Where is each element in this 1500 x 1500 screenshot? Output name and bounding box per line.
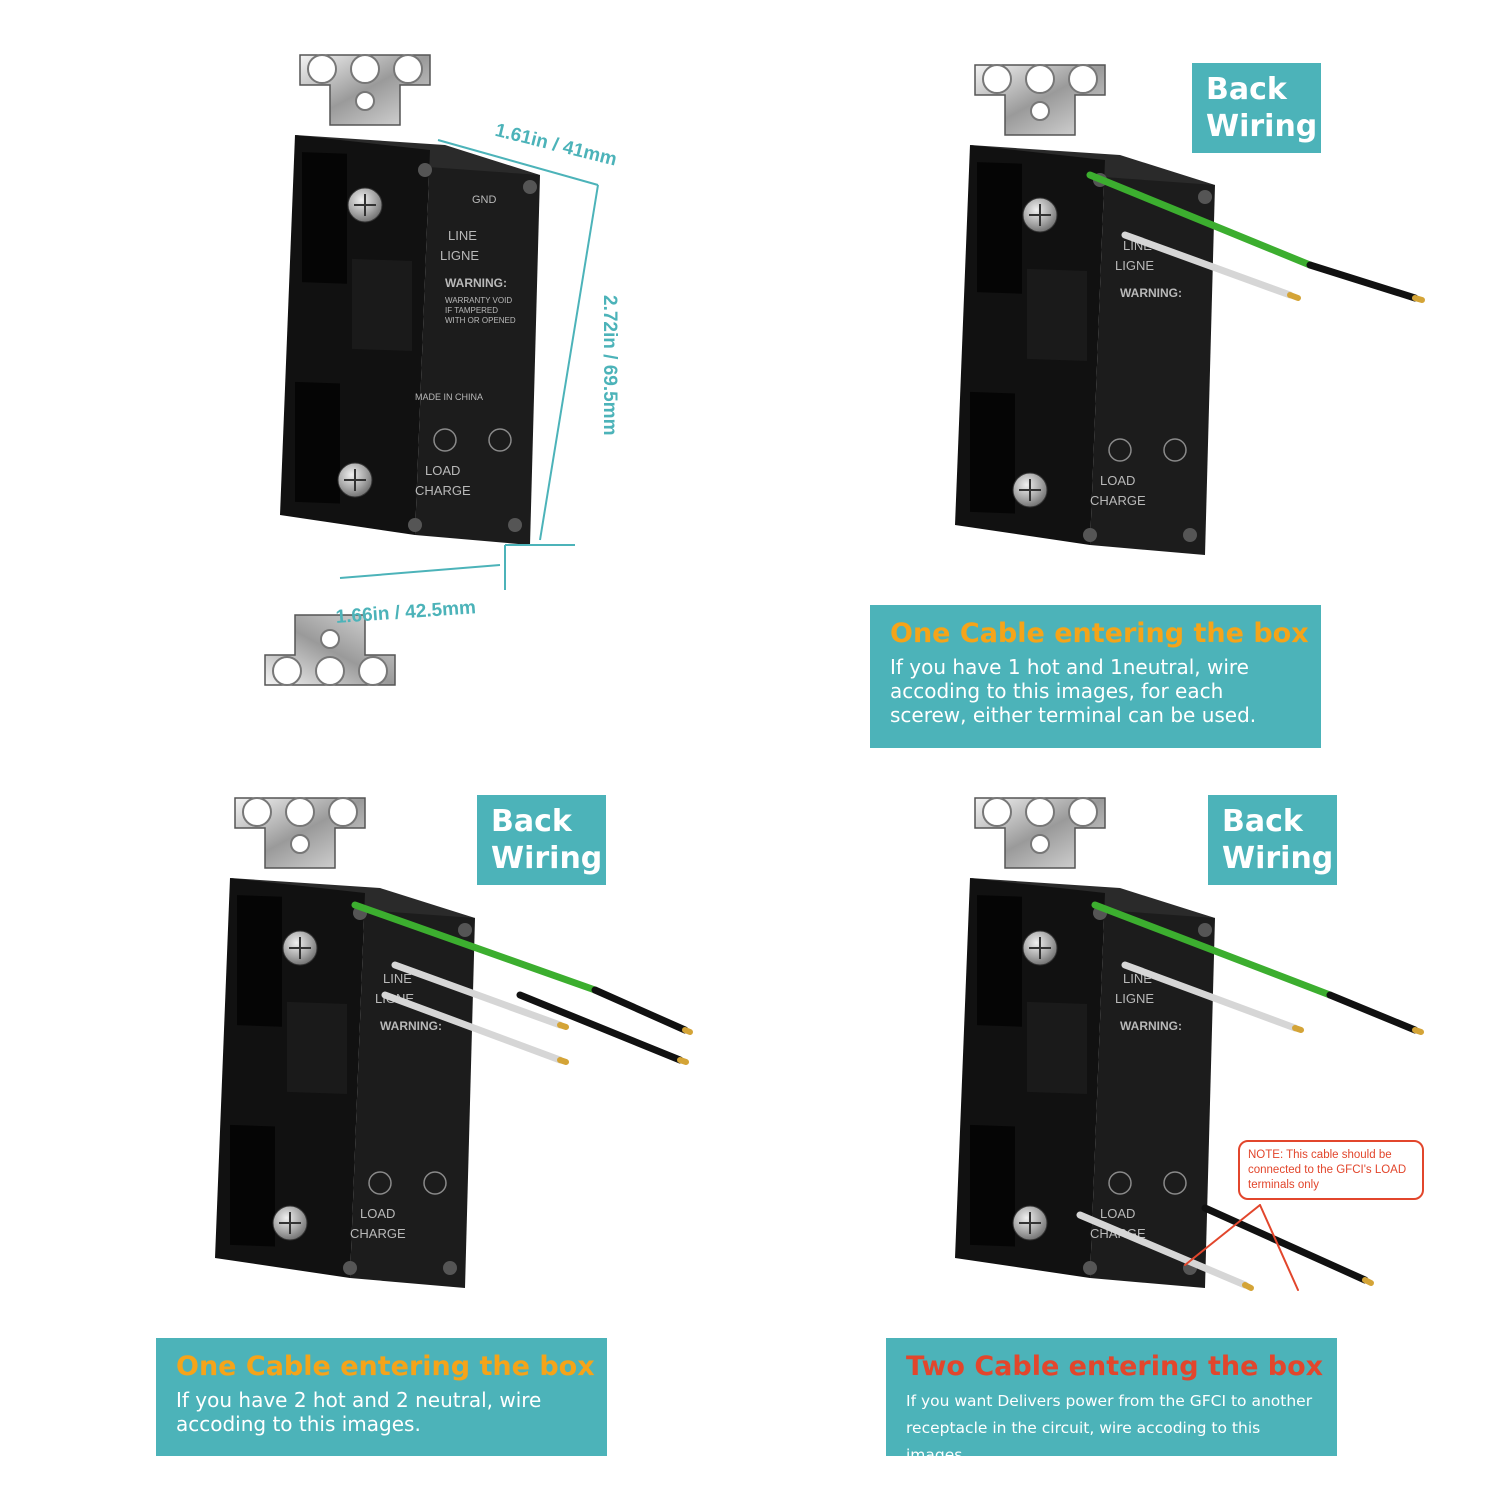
- green-wire: [1091, 901, 1334, 999]
- black-wire-load: [1201, 1204, 1369, 1284]
- caption-title: One Cable entering the box: [176, 1351, 595, 1382]
- tag-line-1: Back: [1222, 804, 1303, 839]
- label-made-in: MADE IN CHINA: [415, 392, 483, 402]
- depth-dimension-line: [437, 139, 599, 186]
- label-load: LOAD: [1100, 1206, 1135, 1221]
- device-wiring-illustration: LINE LIGNE WARNING: LOAD CHARGE: [750, 750, 1424, 1370]
- height-dimension-line: [539, 184, 599, 541]
- panel-back-wiring-1: LINE LIGNE WARNING: LOAD CHARGE Back Wir…: [750, 0, 1500, 750]
- label-load: LOAD: [1100, 473, 1135, 488]
- label-warranty-1: WARRANTY VOID: [445, 296, 512, 305]
- caption-box: One Cable entering the box If you have 1…: [870, 605, 1321, 748]
- height-dimension-label: 2.72in / 69.5mm: [599, 295, 620, 436]
- caption-title: One Cable entering the box: [890, 618, 1309, 649]
- white-wire-1: [391, 961, 564, 1029]
- back-wiring-tag: Back Wiring: [1208, 795, 1337, 885]
- black-wire-1: [591, 986, 689, 1034]
- device-dimensions-illustration: GND LINE LIGNE WARNING: WARRANTY VOID IF…: [0, 0, 599, 700]
- label-ligne: LIGNE: [1115, 991, 1154, 1006]
- device-wiring-illustration: LINE LIGNE WARNING: LOAD CHARGE: [750, 0, 1425, 620]
- caption-title: Two Cable entering the box: [906, 1351, 1324, 1382]
- label-gnd: GND: [472, 194, 497, 206]
- black-wire-line: [1326, 991, 1419, 1034]
- caption-body: If you have 2 hot and 2 neutral, wire ac…: [176, 1388, 542, 1436]
- green-wire: [351, 901, 599, 994]
- tag-line-1: Back: [1206, 72, 1287, 107]
- label-warning: WARNING:: [380, 1019, 442, 1033]
- caption-body: If you want Delivers power from the GFCI…: [906, 1392, 1313, 1464]
- label-charge: CHARGE: [1090, 493, 1146, 508]
- black-wire-2: [516, 991, 684, 1064]
- load-terminal-note: NOTE: This cable should be connected to …: [1238, 1140, 1424, 1200]
- caption-body: If you have 1 hot and 1neutral, wire acc…: [890, 655, 1257, 727]
- black-wire: [1306, 261, 1419, 302]
- label-warning: WARNING:: [1120, 286, 1182, 300]
- tag-line-2: Wiring: [1222, 841, 1334, 876]
- note-pointer: [1259, 1204, 1299, 1291]
- panel-back-wiring-2: LINE LIGNE WARNING: LOAD CHARGE Back Wir…: [0, 750, 750, 1500]
- back-wiring-tag: Back Wiring: [1192, 63, 1321, 153]
- panel-dimensions: GND LINE LIGNE WARNING: WARRANTY VOID IF…: [0, 0, 750, 700]
- label-warranty-2: IF TAMPERED: [445, 306, 498, 315]
- label-warning: WARNING:: [1120, 1019, 1182, 1033]
- label-warning: WARNING:: [445, 276, 507, 290]
- green-wire: [1086, 171, 1314, 269]
- label-line: LINE: [448, 228, 477, 243]
- note-pointer: [1184, 1204, 1261, 1266]
- label-ligne: LIGNE: [1115, 258, 1154, 273]
- tag-line-1: Back: [491, 804, 572, 839]
- back-wiring-tag: Back Wiring: [477, 795, 606, 885]
- label-ligne: LIGNE: [440, 248, 479, 263]
- white-wire-2: [381, 991, 564, 1064]
- tag-line-2: Wiring: [491, 841, 603, 876]
- caption-box: One Cable entering the box If you have 2…: [156, 1338, 607, 1456]
- white-wire-load: [1076, 1211, 1249, 1289]
- label-load: LOAD: [425, 463, 460, 478]
- caption-box: Two Cable entering the box If you want D…: [886, 1338, 1337, 1464]
- width-dimension-line: [339, 564, 501, 579]
- white-wire: [1121, 231, 1294, 299]
- panel-back-wiring-3: LINE LIGNE WARNING: LOAD CHARGE Back Wir…: [750, 750, 1500, 1500]
- label-load: LOAD: [360, 1206, 395, 1221]
- label-line: LINE: [383, 971, 412, 986]
- device-wiring-illustration: LINE LIGNE WARNING: LOAD CHARGE: [0, 750, 693, 1370]
- white-wire-line: [1121, 961, 1299, 1032]
- label-charge: CHARGE: [350, 1226, 406, 1241]
- label-warranty-3: WITH OR OPENED: [445, 316, 516, 325]
- tag-line-2: Wiring: [1206, 109, 1318, 144]
- label-charge: CHARGE: [415, 483, 471, 498]
